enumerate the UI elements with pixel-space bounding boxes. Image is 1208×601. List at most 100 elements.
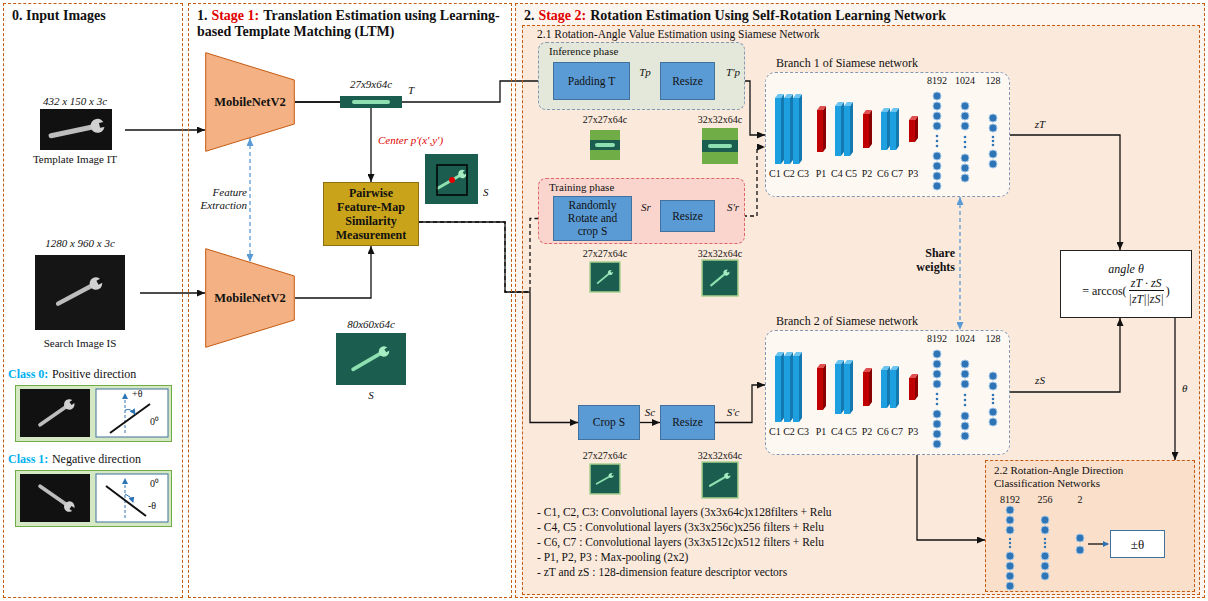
drawing-part [1006, 572, 1014, 580]
formula-box: angle θ= arccos(zT · zS|zT||zS|) [1060, 250, 1192, 318]
drawing-part [590, 140, 620, 150]
annotation: 32x32x64c [698, 450, 742, 462]
node-text: Resize [672, 416, 703, 429]
drawing-part [1006, 506, 1014, 514]
drawing-part [125, 494, 133, 502]
annotation: 0⁰ [150, 478, 159, 490]
drawing-part [434, 168, 469, 193]
annotation: T [408, 84, 414, 97]
drawing-part [708, 471, 732, 488]
drawing-part [1044, 546, 1046, 548]
drawing-part [1006, 506, 1084, 590]
annotation: - C6, C7 : Convolutional layers (3x3x512… [537, 535, 824, 549]
annotation: 32x32x64c [698, 248, 742, 260]
drawing-part [1041, 572, 1049, 580]
classifier-layers [1006, 506, 1108, 590]
drawing-part [96, 389, 168, 437]
drawing-part [1009, 538, 1011, 540]
drawing-part [590, 130, 620, 160]
drawing-part [1006, 526, 1014, 534]
node-text: 2.1 Rotation-Angle Value Estimation usin… [537, 28, 1185, 41]
drawing-part [53, 274, 106, 310]
node-text: Inference phase [549, 45, 734, 58]
node-text: 1. [197, 8, 208, 23]
edge-label: Tp [638, 66, 652, 79]
process-box: Crop S [578, 405, 640, 440]
edge-label: zS [1034, 374, 1046, 387]
annotation: 27x9x64c [350, 78, 392, 91]
drawing-part [1006, 552, 1014, 560]
fraction: zT · zS|zT||zS| [1129, 276, 1164, 306]
drawing-part [590, 464, 620, 494]
annotation: P1 [816, 426, 827, 438]
annotation: 128 [986, 75, 1001, 87]
node-text: Pairwise Feature-Map Similarity Measurem… [328, 186, 414, 242]
annotation: C6 C7 [877, 426, 903, 438]
connector [419, 219, 553, 293]
drawing-part [1009, 538, 1046, 548]
drawing-part [1006, 516, 1014, 524]
node-text: Stage 2: [538, 8, 586, 23]
drawing-part [1044, 542, 1046, 544]
node-text: Positive direction [52, 367, 136, 381]
connector [1174, 318, 1175, 460]
class-box: Class 0:Positive direction [15, 385, 172, 442]
annotation: 27x27x64c [583, 114, 627, 126]
drawing-part [425, 154, 478, 204]
node-text: ±θ [1131, 538, 1144, 551]
drawing-part [40, 109, 112, 150]
edge-label: T'p [725, 66, 741, 79]
class-box: Class 1:Negative direction [15, 470, 172, 527]
trapezoid-shape [206, 249, 295, 348]
node-text: 432 x 150 x 3c [43, 94, 107, 108]
process-box: Padding T [553, 62, 630, 100]
drawing-part [106, 486, 146, 516]
edge-label: Share weights [896, 246, 956, 274]
node-text: Class 0: [8, 367, 48, 381]
heading-slot: Class 1: Negative direction [8, 452, 141, 466]
node-text: Negative direction [52, 452, 141, 466]
annotation: S [368, 389, 374, 402]
connector [295, 246, 371, 298]
annotation: - zT and zS : 128-dimension feature desc… [537, 565, 787, 579]
node-text: Template Image IT [33, 152, 117, 166]
process-box: Resize [660, 405, 715, 440]
heading-slot: Branch 2 of Siamese network [776, 314, 918, 328]
encoder-trapezoid: MobileNetV2 [205, 248, 295, 348]
formula-row: = arccos(zT · zS|zT||zS|) [1082, 276, 1170, 306]
stage-panel: 1.Stage 1:Translation Estimation using L… [188, 3, 512, 598]
drawing-part [36, 481, 78, 515]
drawing-part [36, 396, 78, 430]
annotation: C1 C2 C3 [769, 168, 809, 180]
connector [419, 222, 578, 423]
heading: 2.Stage 2:Rotation Estimation Using Self… [524, 8, 1196, 24]
class0-photo [20, 389, 90, 437]
annotation: 8192 [927, 75, 947, 87]
drawing-part [1006, 562, 1014, 570]
annotation: 128 [986, 333, 1001, 345]
annotation: 1024 [955, 75, 975, 87]
drawing-part [1041, 526, 1049, 534]
annotation: C6 C7 [877, 168, 903, 180]
drawing-part [110, 404, 150, 433]
drawing-part [1076, 534, 1084, 542]
subpanel-ground [522, 25, 1200, 595]
annotation: -θ [148, 500, 156, 512]
annotation: P2 [862, 426, 873, 438]
drawing-part [125, 394, 126, 433]
annotation: Center p'(x',y') [378, 134, 443, 147]
encoder-trapezoid: MobileNetV2 [205, 52, 295, 152]
annotation: P3 [908, 168, 919, 180]
node-text: ) [1166, 284, 1170, 298]
node-text: Class 1: [8, 452, 48, 466]
output-box: ±θ [1110, 530, 1165, 558]
edge-label: S'c [726, 406, 741, 419]
annotation: 80x60x64c [347, 318, 395, 331]
drawing-part [1076, 546, 1084, 554]
annotation: S [483, 186, 489, 199]
drawing-part [449, 177, 455, 183]
connector [249, 138, 250, 262]
connector [715, 385, 765, 423]
drawing-part [349, 344, 393, 375]
node-text: Branch 1 of Siamese network [776, 56, 918, 70]
